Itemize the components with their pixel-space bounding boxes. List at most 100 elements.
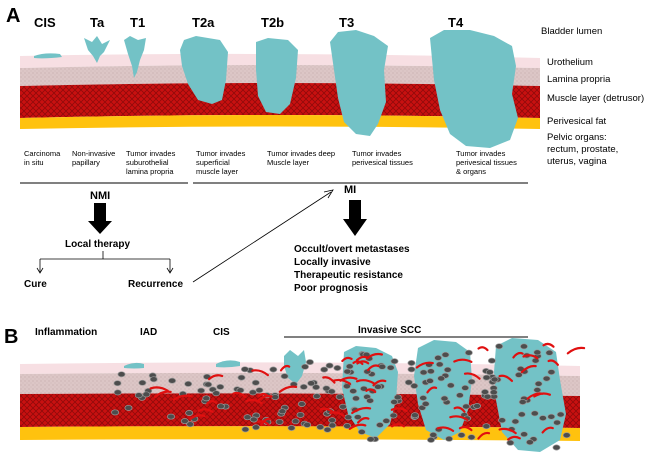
panel-a: A CIS Ta T1 T2a T2b T3 T4 Bladder lumen …	[6, 5, 644, 294]
inflammatory-cell	[490, 376, 499, 383]
blood-vessel	[520, 364, 537, 374]
label-muscle-layer: Muscle layer (detrusor)	[547, 93, 644, 104]
tumor-t1	[124, 36, 146, 78]
mi-down-arrow	[343, 200, 367, 236]
tumor-t3	[330, 30, 388, 136]
inflammatory-cell	[343, 368, 352, 375]
inflammatory-cell	[518, 399, 527, 405]
perivesical-fat-layer	[20, 115, 540, 129]
blood-vessel	[498, 427, 517, 435]
inflammatory-cell	[421, 400, 430, 407]
inflammatory-cell	[533, 349, 542, 356]
inflammatory-cell	[168, 377, 177, 384]
nmi-label: NMI	[90, 190, 110, 202]
inflammatory-cell	[520, 431, 529, 438]
inflammatory-cell	[517, 411, 526, 418]
inflammatory-cell	[320, 366, 329, 373]
inflammatory-cell	[328, 422, 337, 429]
blood-vessel	[542, 342, 555, 348]
inflammatory-cell	[446, 382, 455, 389]
inflammatory-cell	[352, 395, 360, 402]
therapy-branches	[36, 251, 174, 274]
label-perivesical-fat: Perivesical fat	[547, 116, 606, 127]
inflammatory-cell	[393, 394, 402, 401]
desc-t2b-2: Muscle layer	[267, 158, 310, 167]
inflammatory-cell	[307, 380, 316, 387]
inflammatory-cell	[487, 357, 496, 364]
inflammatory-cell	[545, 349, 554, 356]
inflammatory-cell	[301, 363, 309, 370]
blood-vessel	[172, 394, 193, 401]
nmi-down-arrow	[88, 203, 112, 234]
tumor-t4	[430, 30, 518, 148]
inflammatory-cell	[407, 360, 416, 366]
inflammatory-cell	[113, 380, 122, 387]
label-pelvic-organs-2: rectum, prostate,	[547, 144, 618, 155]
blood-vessel	[463, 372, 481, 380]
panel-b-letter: B	[4, 326, 18, 348]
inflammatory-cell	[237, 374, 246, 381]
blood-vessel	[257, 392, 269, 398]
blood-vessel	[245, 398, 263, 405]
inflammatory-cell	[149, 376, 158, 383]
inflammatory-cell	[378, 363, 387, 370]
inflammatory-cell	[441, 351, 450, 358]
desc-cis-1: Carcinoma	[24, 149, 61, 158]
local-therapy-label: Local therapy	[65, 239, 130, 250]
desc-t1-3: lamina propria	[126, 167, 174, 176]
inflammatory-cell	[325, 362, 334, 369]
inflammatory-cell	[328, 417, 337, 424]
inflammatory-cell	[473, 403, 482, 409]
inflammatory-cell	[445, 435, 454, 442]
label-pelvic-organs-3: uterus, vagina	[547, 156, 607, 167]
blood-vessel	[477, 431, 491, 440]
inflammatory-cell	[498, 417, 507, 424]
blood-vessel	[498, 374, 513, 382]
inflammatory-cell	[142, 391, 151, 398]
inflammatory-cell	[552, 444, 561, 451]
tumor-b-cis	[216, 360, 240, 368]
inflammatory-cell	[495, 343, 504, 350]
inflammatory-cell	[344, 414, 353, 421]
inflammatory-cell	[287, 425, 296, 431]
desc-t2a-2: superficial	[196, 158, 230, 167]
inflammatory-cell	[117, 371, 126, 378]
inflammatory-cell	[138, 379, 147, 386]
tumor-t2b	[256, 38, 298, 114]
blood-vessel	[251, 369, 269, 377]
blood-vessel	[365, 352, 383, 360]
blood-vessel	[352, 360, 364, 366]
stage-label-t4: T4	[448, 15, 464, 30]
inflammatory-cell	[429, 431, 438, 438]
inflammatory-cell	[375, 422, 384, 428]
inflammatory-cell	[124, 404, 133, 411]
inflammatory-cell	[533, 387, 542, 393]
inflammatory-cell	[390, 399, 399, 405]
inflammatory-cell	[197, 387, 206, 394]
inflammatory-cell	[343, 423, 352, 429]
inflammatory-cell	[382, 417, 391, 424]
inflammatory-cell	[483, 393, 492, 400]
blood-vessel	[436, 426, 455, 432]
inflammatory-cell	[275, 418, 284, 425]
blood-vessel	[426, 386, 438, 394]
blood-vessel	[512, 351, 524, 359]
inflammatory-cell	[410, 382, 419, 389]
inflammatory-cell	[482, 374, 491, 381]
desc-t2a-1: Tumor invades	[196, 149, 246, 158]
cure-label: Cure	[24, 279, 47, 290]
blood-vessel	[256, 395, 273, 403]
inflammatory-cell	[390, 358, 399, 365]
inflammatory-cell	[407, 366, 416, 373]
desc-cis-2: in situ	[24, 158, 44, 167]
blood-vessel	[355, 379, 375, 385]
inflammatory-cell	[562, 432, 571, 439]
inflammatory-cell	[271, 394, 280, 401]
desc-t3-1: Tumor invades	[352, 149, 402, 158]
stage-label-cis: CIS	[34, 15, 56, 30]
label-cis: CIS	[213, 327, 230, 338]
inflammatory-cell	[538, 415, 547, 422]
inflammatory-cell	[212, 390, 221, 397]
blood-vessel	[260, 417, 271, 426]
stage-label-t3: T3	[339, 15, 354, 30]
